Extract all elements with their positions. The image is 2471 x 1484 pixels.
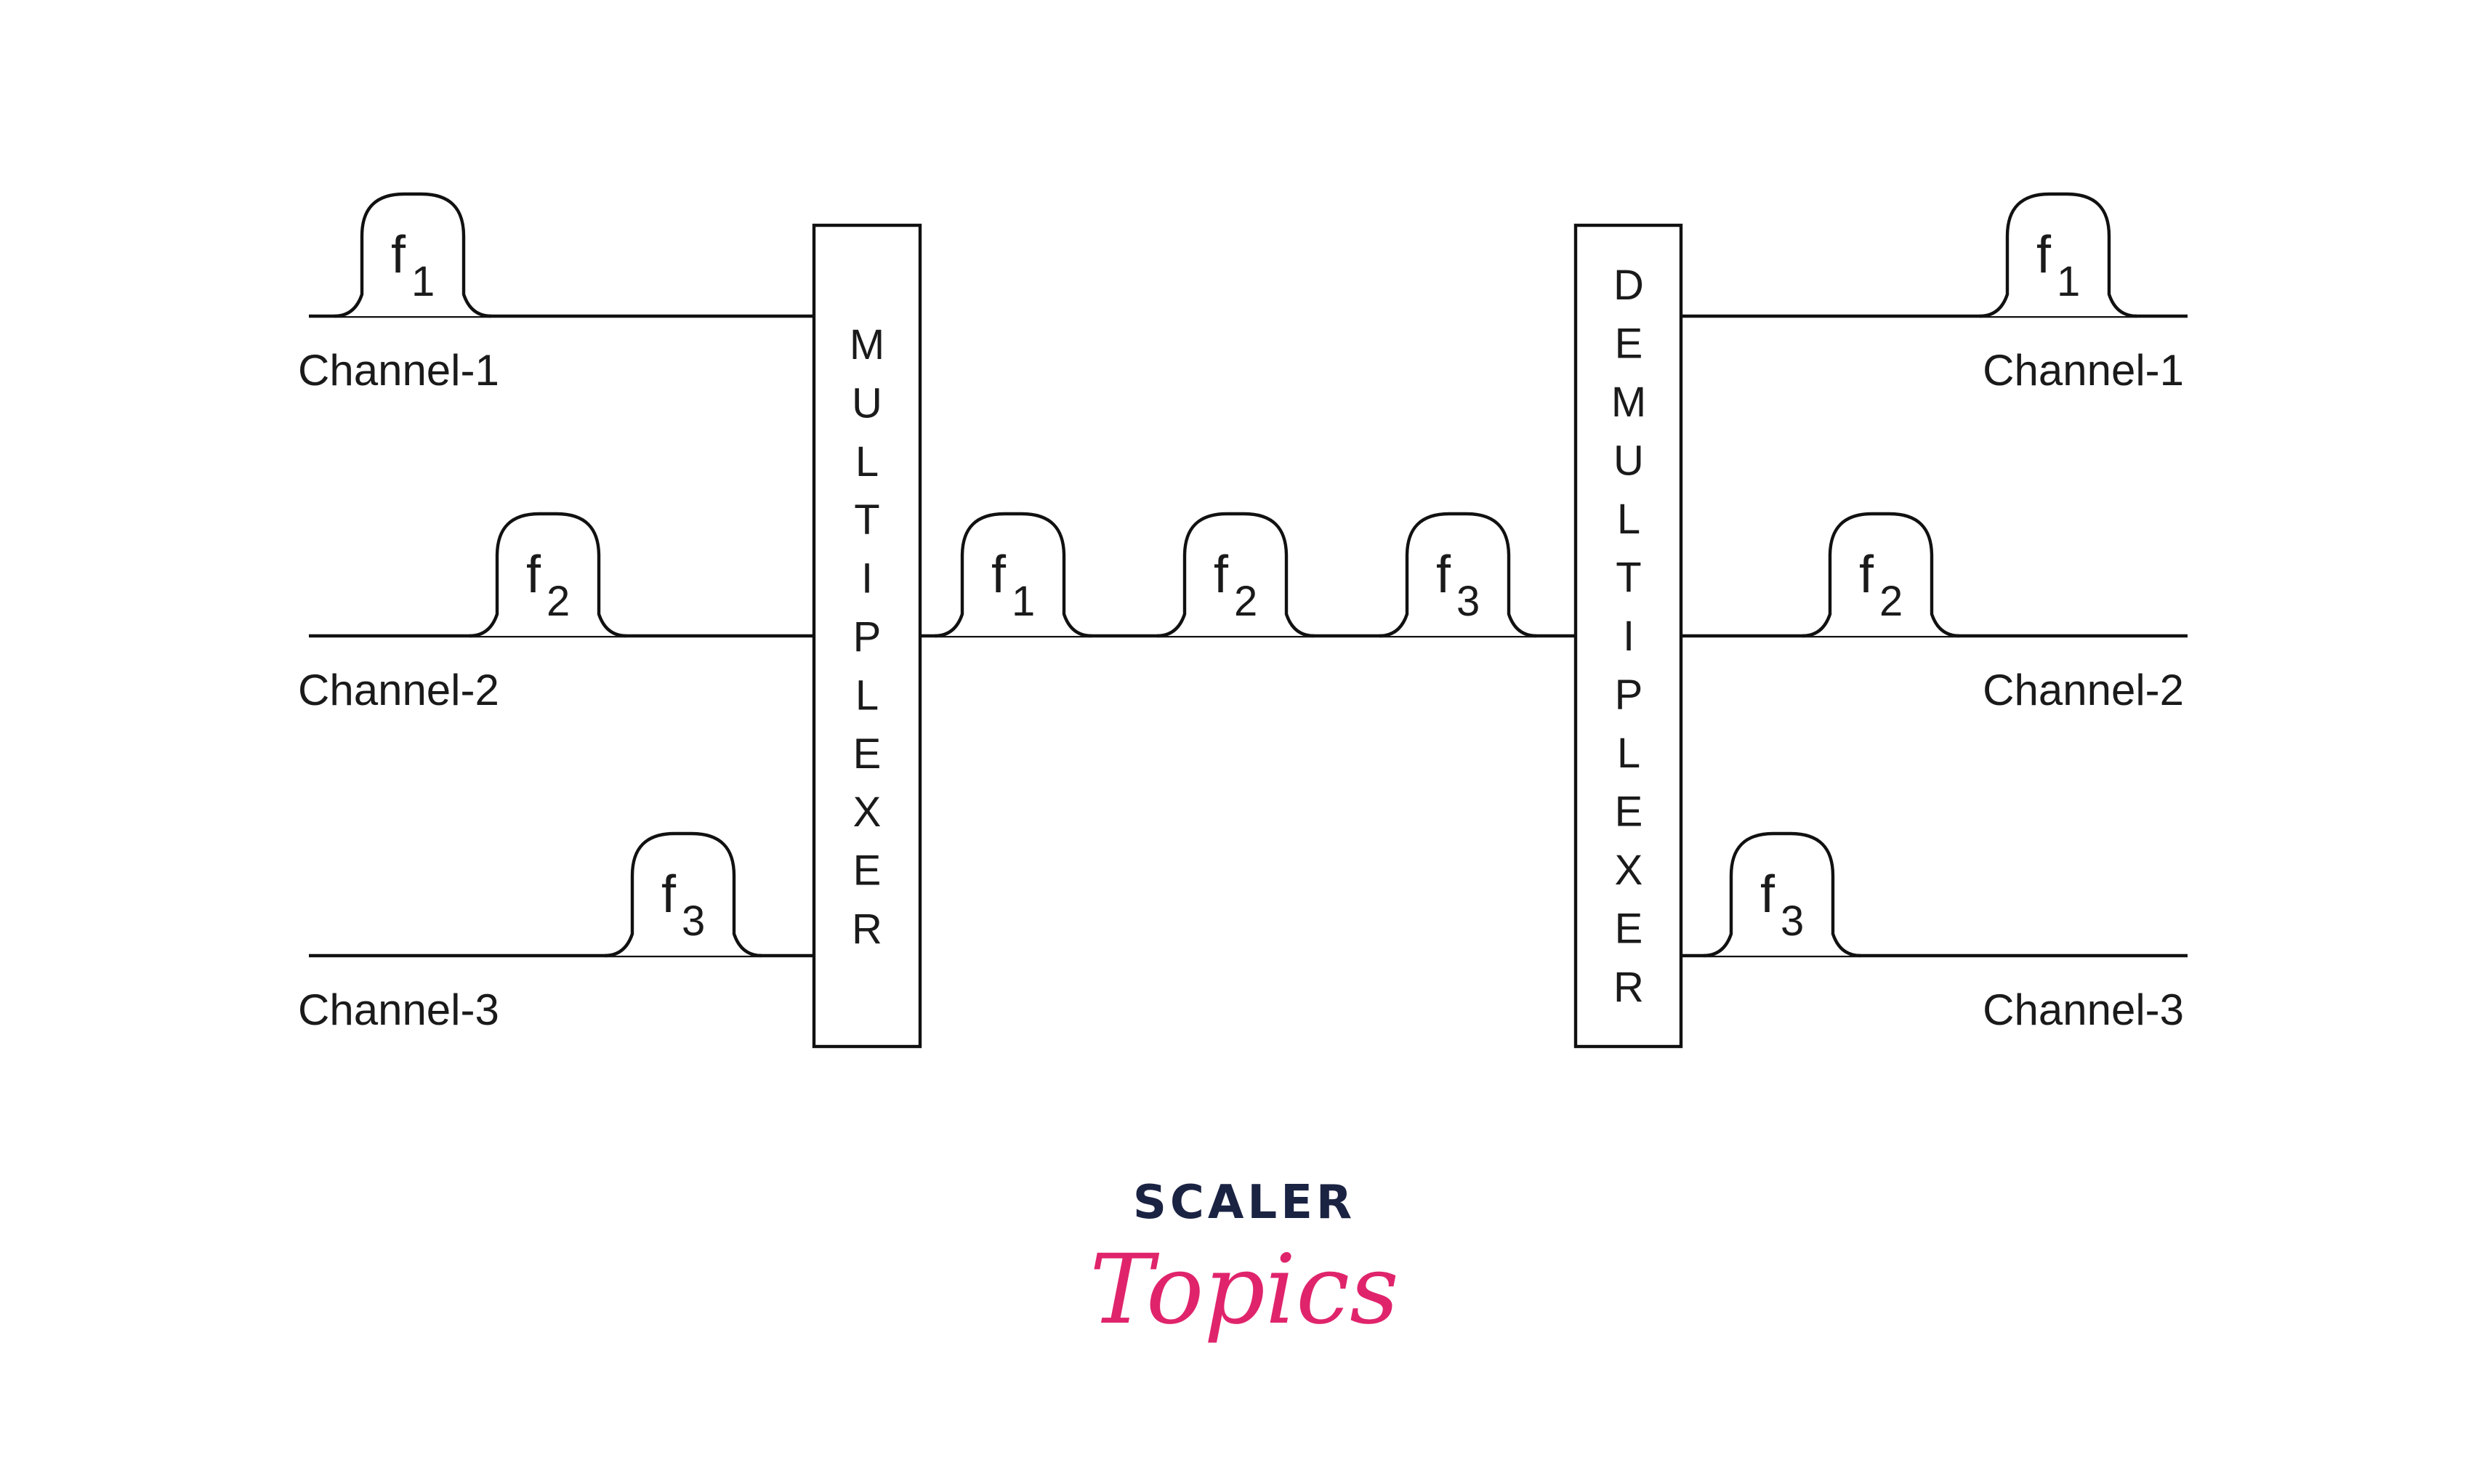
pulse-subscript: 3 [682, 898, 705, 945]
demultiplexer-label-letter: I [1623, 613, 1634, 660]
logo-scaler-text: SCALER [1133, 1176, 1355, 1230]
pulse-subscript: 3 [1781, 898, 1804, 945]
pulse-right-ch3: f 3 [1703, 831, 1861, 958]
demultiplexer-label-letter: U [1613, 437, 1644, 485]
pulse-f-label: f [391, 226, 406, 284]
pulse-subscript: 2 [1879, 578, 1903, 625]
pulse-subscript: 1 [2057, 258, 2080, 305]
demultiplexer-label-letter: E [1615, 906, 1643, 953]
demultiplexer-label-letter: E [1615, 320, 1643, 368]
pulse-f-label: f [1859, 546, 1874, 604]
pulse-f-label: f [991, 546, 1007, 604]
multiplexer-label-letter: T [854, 496, 879, 544]
pulse-right-ch2: f 2 [1802, 512, 1960, 638]
demultiplexer-label-letter: E [1615, 789, 1643, 836]
right-channel-3-label: Channel-3 [1983, 985, 2184, 1034]
multiplexer-label-letter: I [861, 555, 873, 602]
left-channel-3-label: Channel-3 [298, 985, 499, 1034]
demultiplexer-label-letter: M [1611, 379, 1646, 426]
pulse-f-label: f [661, 866, 677, 924]
pulse-mux-f3: f 3 [1379, 512, 1537, 638]
multiplexer-box [812, 223, 922, 1049]
demultiplexer-label-letter: T [1616, 555, 1641, 602]
demultiplexer-label-letter: D [1613, 262, 1644, 309]
multiplexer-label-letter: L [855, 438, 879, 485]
pulse-left-ch1: f 1 [334, 192, 492, 318]
pulse-right-ch1: f 1 [1979, 192, 2137, 318]
right-channel-1-label: Channel-1 [1983, 346, 2184, 395]
pulse-f-label: f [2036, 226, 2052, 284]
left-channel-1-label: Channel-1 [298, 346, 499, 395]
demultiplexer-label-letter: L [1617, 730, 1640, 777]
demultiplexer-label-letter: X [1615, 847, 1643, 894]
pulse-subscript: 2 [547, 578, 570, 625]
demultiplexer-label-letter: L [1617, 496, 1640, 543]
pulse-left-ch2: f 2 [469, 512, 627, 638]
pulse-f-label: f [1760, 866, 1775, 924]
pulse-f-label: f [526, 546, 541, 604]
demultiplexer-label-letter: R [1613, 964, 1644, 1011]
multiplexer-label-letter: L [855, 672, 879, 719]
multiplexer-label-letter: P [853, 613, 882, 661]
demultiplexer-box [1573, 223, 1683, 1049]
pulse-mux-f1: f 1 [934, 512, 1092, 638]
multiplexer-label-letter: X [853, 789, 882, 836]
multiplexer-label-letter: E [853, 730, 882, 778]
pulse-subscript: 2 [1234, 578, 1257, 625]
pulse-subscript: 3 [1456, 578, 1480, 625]
pulse-subscript: 1 [1012, 578, 1035, 625]
pulse-mux-f2: f 2 [1156, 512, 1315, 638]
multiplexer-label-letter: E [853, 847, 882, 895]
pulse-subscript: 1 [411, 258, 435, 305]
multiplexer-label-letter: M [850, 321, 884, 368]
demultiplexer-label-letter: P [1615, 672, 1643, 719]
multiplexer-label-letter: R [852, 906, 882, 953]
pulse-f-label: f [1214, 546, 1229, 604]
pulse-left-ch3: f 3 [604, 831, 762, 958]
right-channel-2-label: Channel-2 [1983, 666, 2184, 714]
left-channel-2-label: Channel-2 [298, 666, 499, 714]
logo-topics-text: Topics [1089, 1234, 1399, 1346]
multiplexer-label-letter: U [852, 379, 882, 427]
scaler-topics-logo: SCALER Topics [1089, 1176, 1399, 1346]
pulse-f-label: f [1436, 546, 1451, 604]
